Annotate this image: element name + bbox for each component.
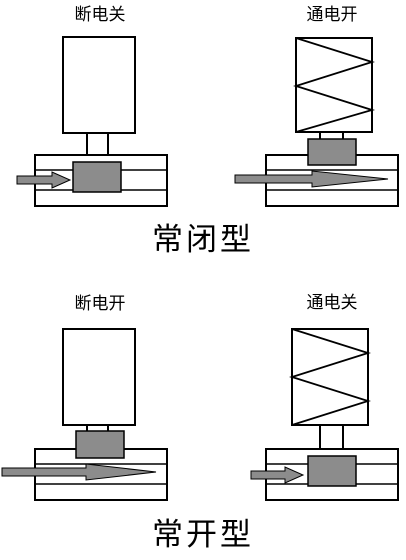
section-title: 常闭型 [152,222,254,258]
valve-block-lifted [307,138,357,166]
solenoid-coil-idle [62,328,136,426]
coil-winding-zigzag [293,37,376,133]
valve-block-lifted [75,430,125,459]
panel-no-deenergized: 断电开 [1,294,168,501]
panel-label: 通电开 [307,5,358,25]
flow-arrow-through [234,170,389,188]
flow-arrow-blocked [16,171,72,189]
solenoid-coil-idle [62,36,136,134]
valve-block-closed [72,161,122,193]
coil-winding-zigzag [289,328,371,426]
panel-label: 通电关 [307,293,358,313]
section-normally-closed: 断电关 通电开 常闭型 [16,5,399,258]
panel-nc-deenergized: 断电关 [16,5,168,207]
section-title: 常开型 [152,517,254,553]
panel-label: 断电关 [75,5,126,25]
solenoid-coil-energized [295,37,373,133]
section-normally-open: 断电开 通电关 常开型 [1,293,399,553]
panel-no-energized: 通电关 [250,293,399,501]
flow-arrow-through [1,463,157,481]
panel-label: 断电开 [75,294,126,314]
panel-nc-energized: 通电开 [234,5,399,207]
solenoid-coil-energized [291,328,369,426]
valve-block-closed [307,455,357,487]
flow-arrow-blocked [250,466,305,484]
